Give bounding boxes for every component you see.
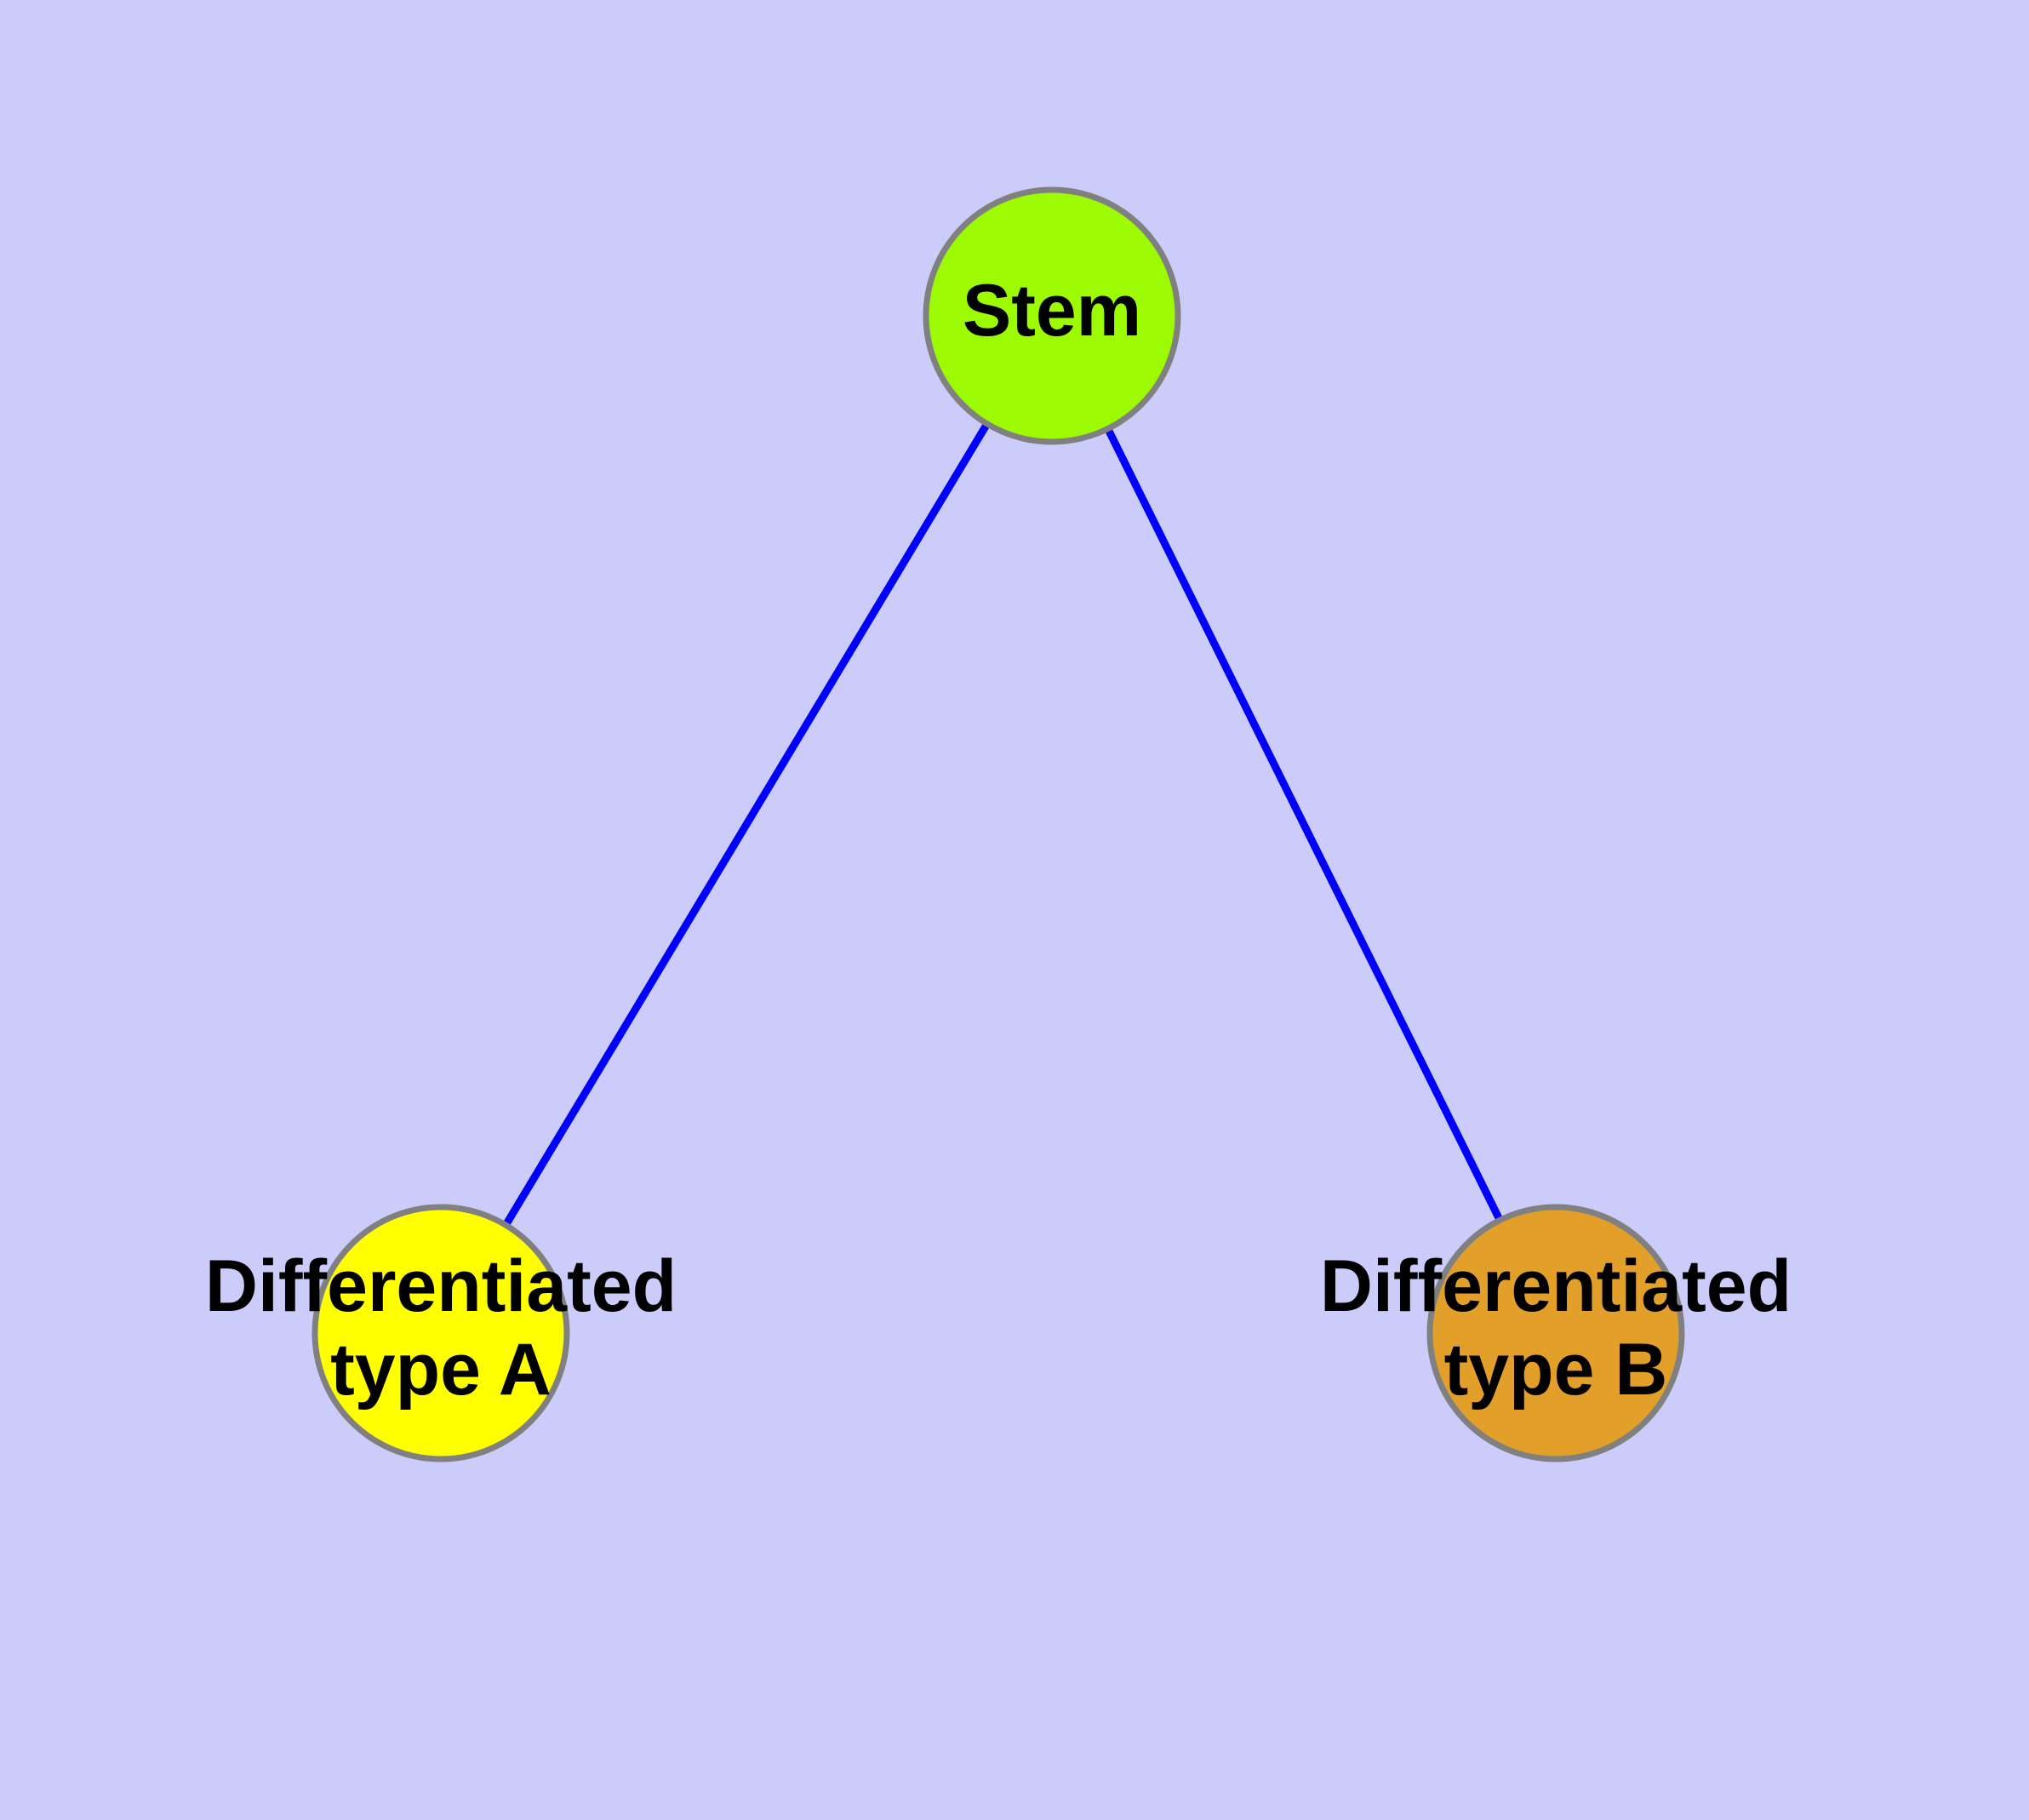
graph-edge-stem-to-diff-a[interactable] [503,373,1020,1226]
graph-node-label-line: type B [1444,1329,1668,1411]
graph-node-diff-b[interactable] [1426,1204,1685,1462]
graph-node-label-line: Differentiated [205,1245,677,1327]
graph-node-label-line: Stem [963,270,1141,352]
graph-node-diff-a[interactable] [311,1204,570,1462]
graph-edge-stem-to-diff-b[interactable] [1079,375,1503,1221]
graph-node-label-line: type A [330,1329,552,1411]
nodes-group [311,186,1685,1462]
graph-node-label-line: Differentiated [1320,1245,1792,1327]
edges-group [503,373,1503,1226]
graph-node-label-stem: Stem [963,270,1141,352]
graph-node-stem[interactable] [923,186,1181,445]
